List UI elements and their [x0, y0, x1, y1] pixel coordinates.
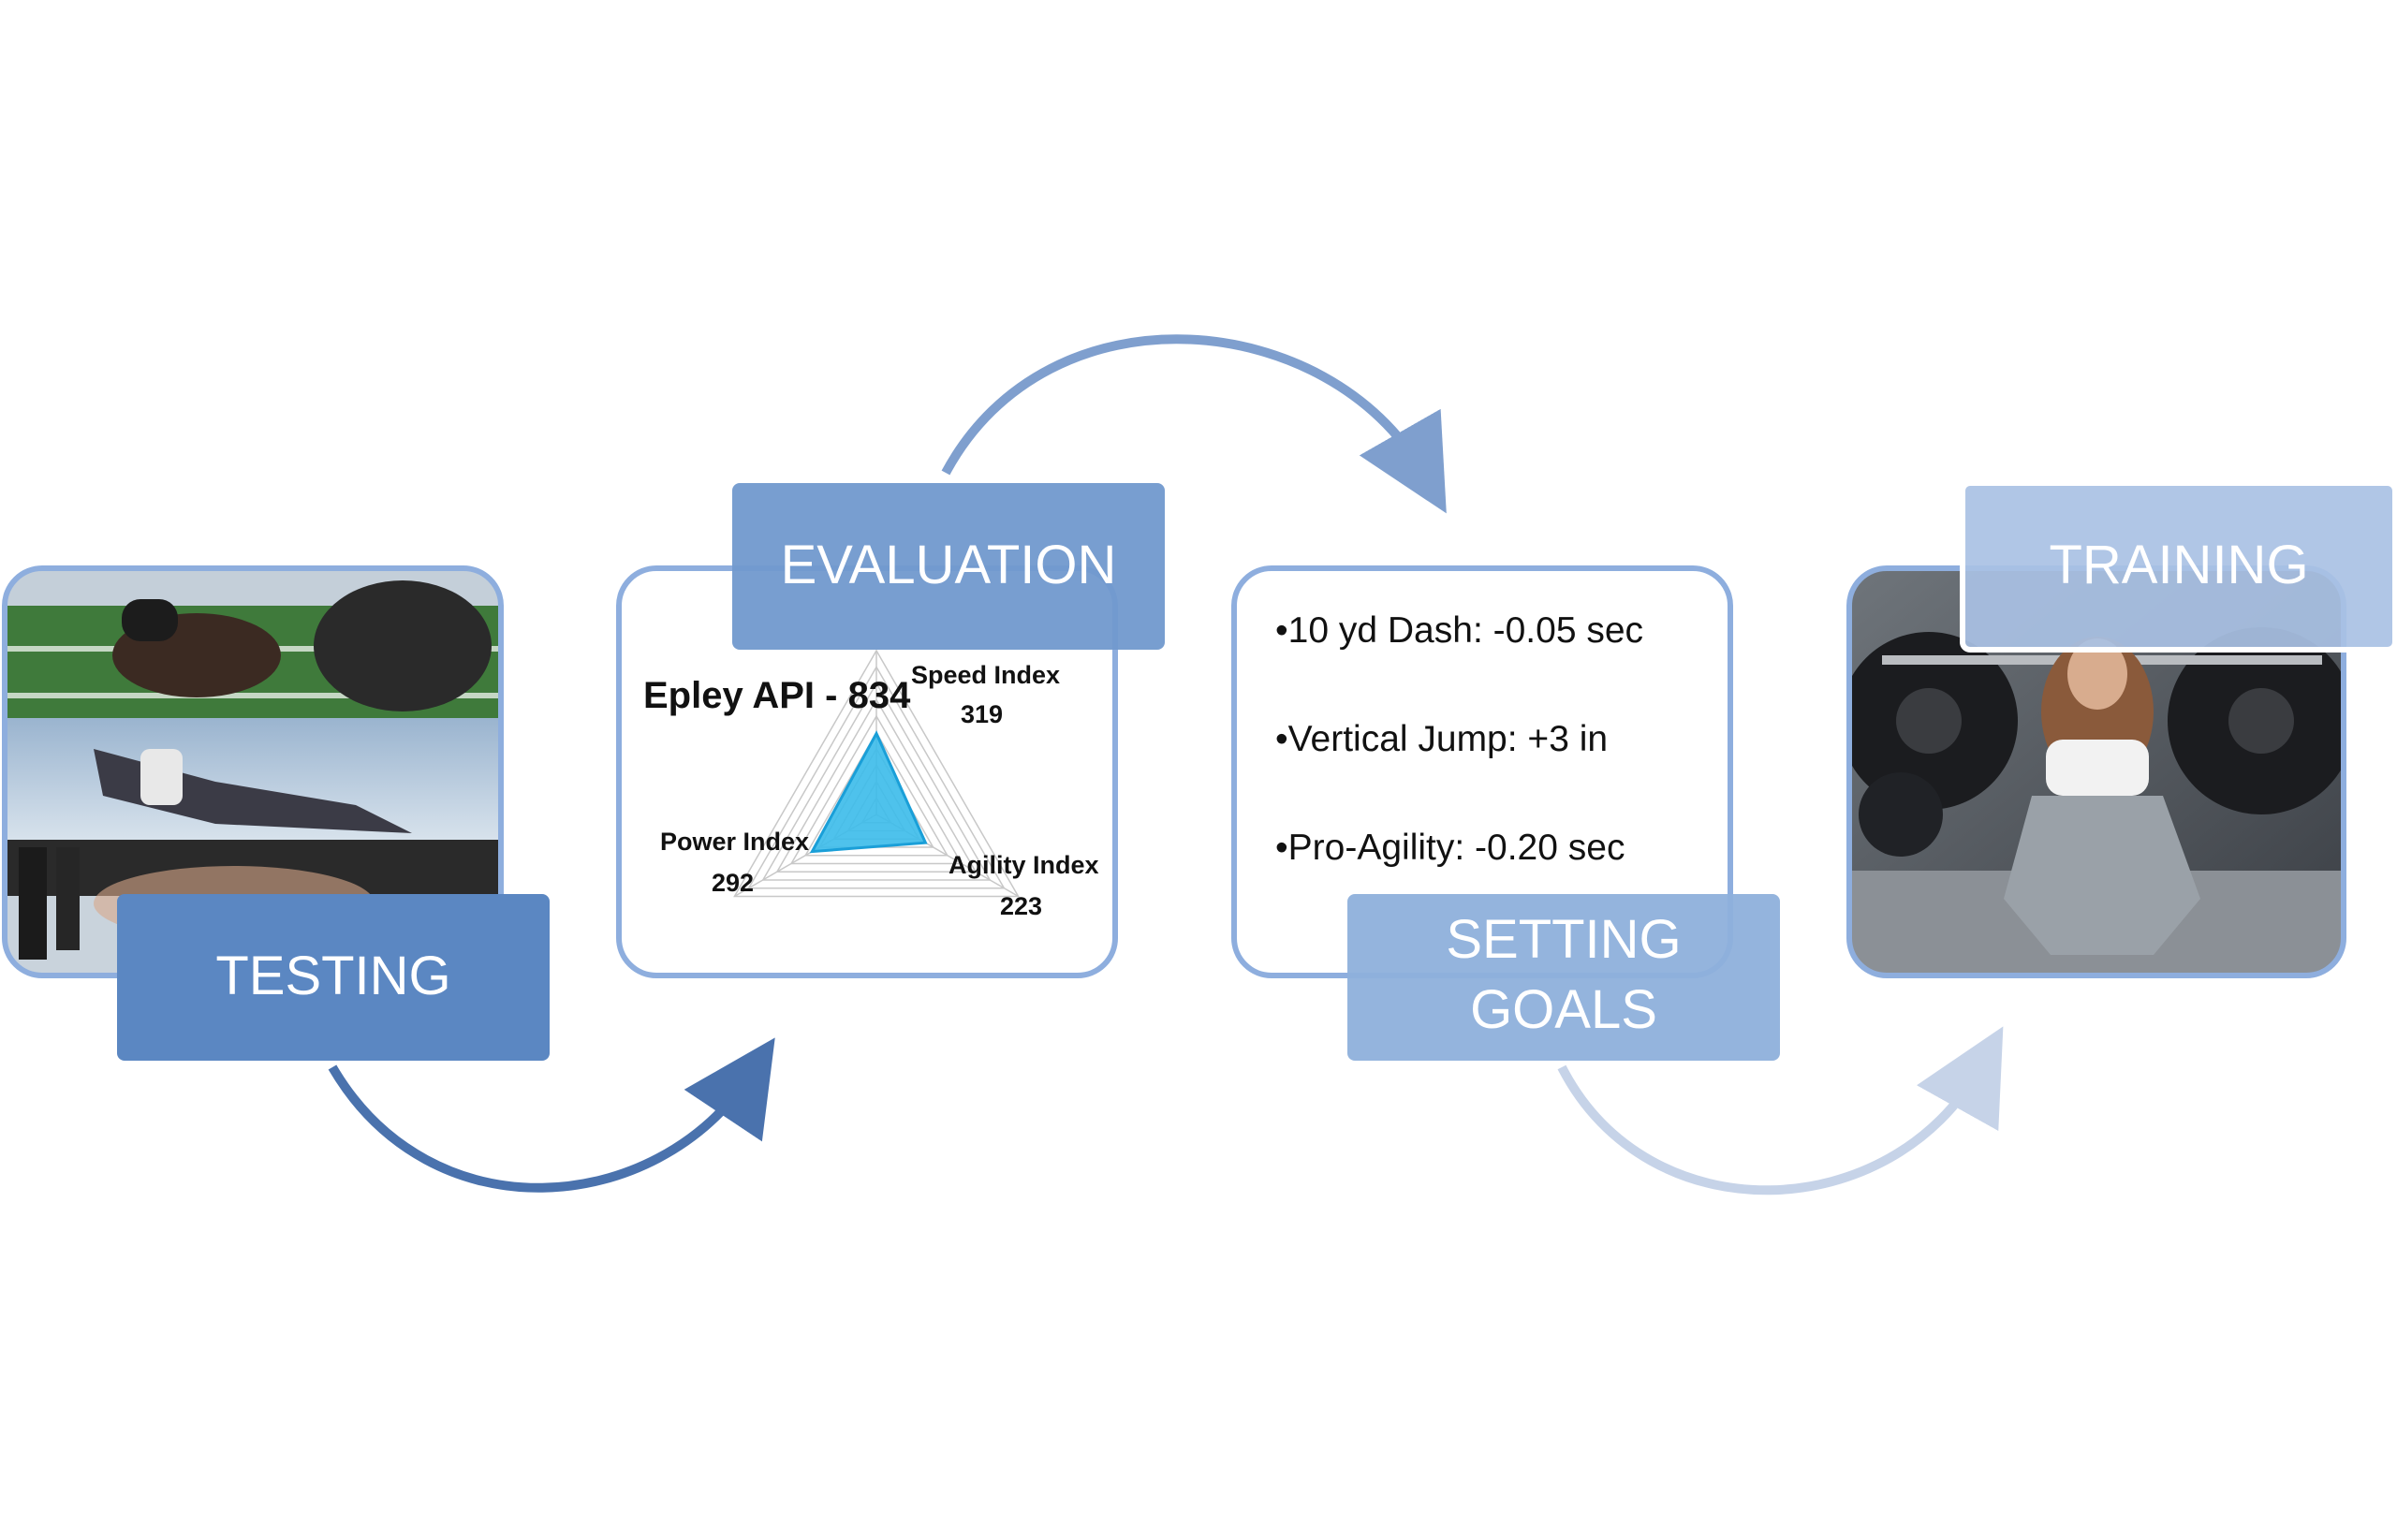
squat-barbell-photo-icon	[1849, 568, 2344, 975]
radar-chart	[733, 649, 1020, 898]
radar-data-area	[809, 730, 928, 854]
chart-title: Epley API - 834	[643, 675, 911, 716]
radar-grid-ring	[761, 682, 992, 881]
radar-grid-ring	[775, 697, 978, 873]
stage-setting-goals: SETTING GOALS	[1347, 894, 1780, 1061]
stage-evaluation: EVALUATION	[732, 483, 1165, 650]
goal-item-3: •Pro-Agility: -0.20 sec	[1275, 828, 1625, 868]
arrow-testing-to-evaluation	[328, 1037, 775, 1193]
goal-item-1: •10 yd Dash: -0.05 sec	[1275, 610, 1643, 651]
stage-training: TRAINING	[1960, 480, 2397, 653]
axis-label-agility: Agility Index	[949, 851, 1099, 879]
arrow-evaluation-to-goals	[941, 334, 1447, 514]
stage-label-goals: GOALS	[1470, 979, 1657, 1040]
stage-label-evaluation: EVALUATION	[781, 535, 1117, 595]
radar-grid-ring	[733, 649, 1020, 898]
stage-label-testing: TESTING	[215, 946, 450, 1006]
radar-grid-ring	[789, 714, 963, 865]
axis-label-power: Power Index	[660, 828, 809, 856]
stage-testing: TESTING	[117, 894, 550, 1061]
stage-label-training: TRAINING	[2049, 535, 2308, 595]
arrow-goals-to-training	[1557, 1026, 2004, 1195]
axis-value-agility: 223	[1000, 892, 1042, 920]
axis-value-power: 292	[712, 869, 754, 897]
radar-grid-ring	[747, 665, 1006, 889]
axis-value-speed: 319	[961, 700, 1003, 728]
training-photo	[1846, 565, 2346, 978]
stage-label-setting: SETTING	[1446, 909, 1681, 970]
radar-grid-ring	[803, 730, 949, 857]
axis-label-speed: Speed Index	[911, 661, 1060, 689]
goal-item-2: •Vertical Jump: +3 in	[1275, 719, 1608, 759]
